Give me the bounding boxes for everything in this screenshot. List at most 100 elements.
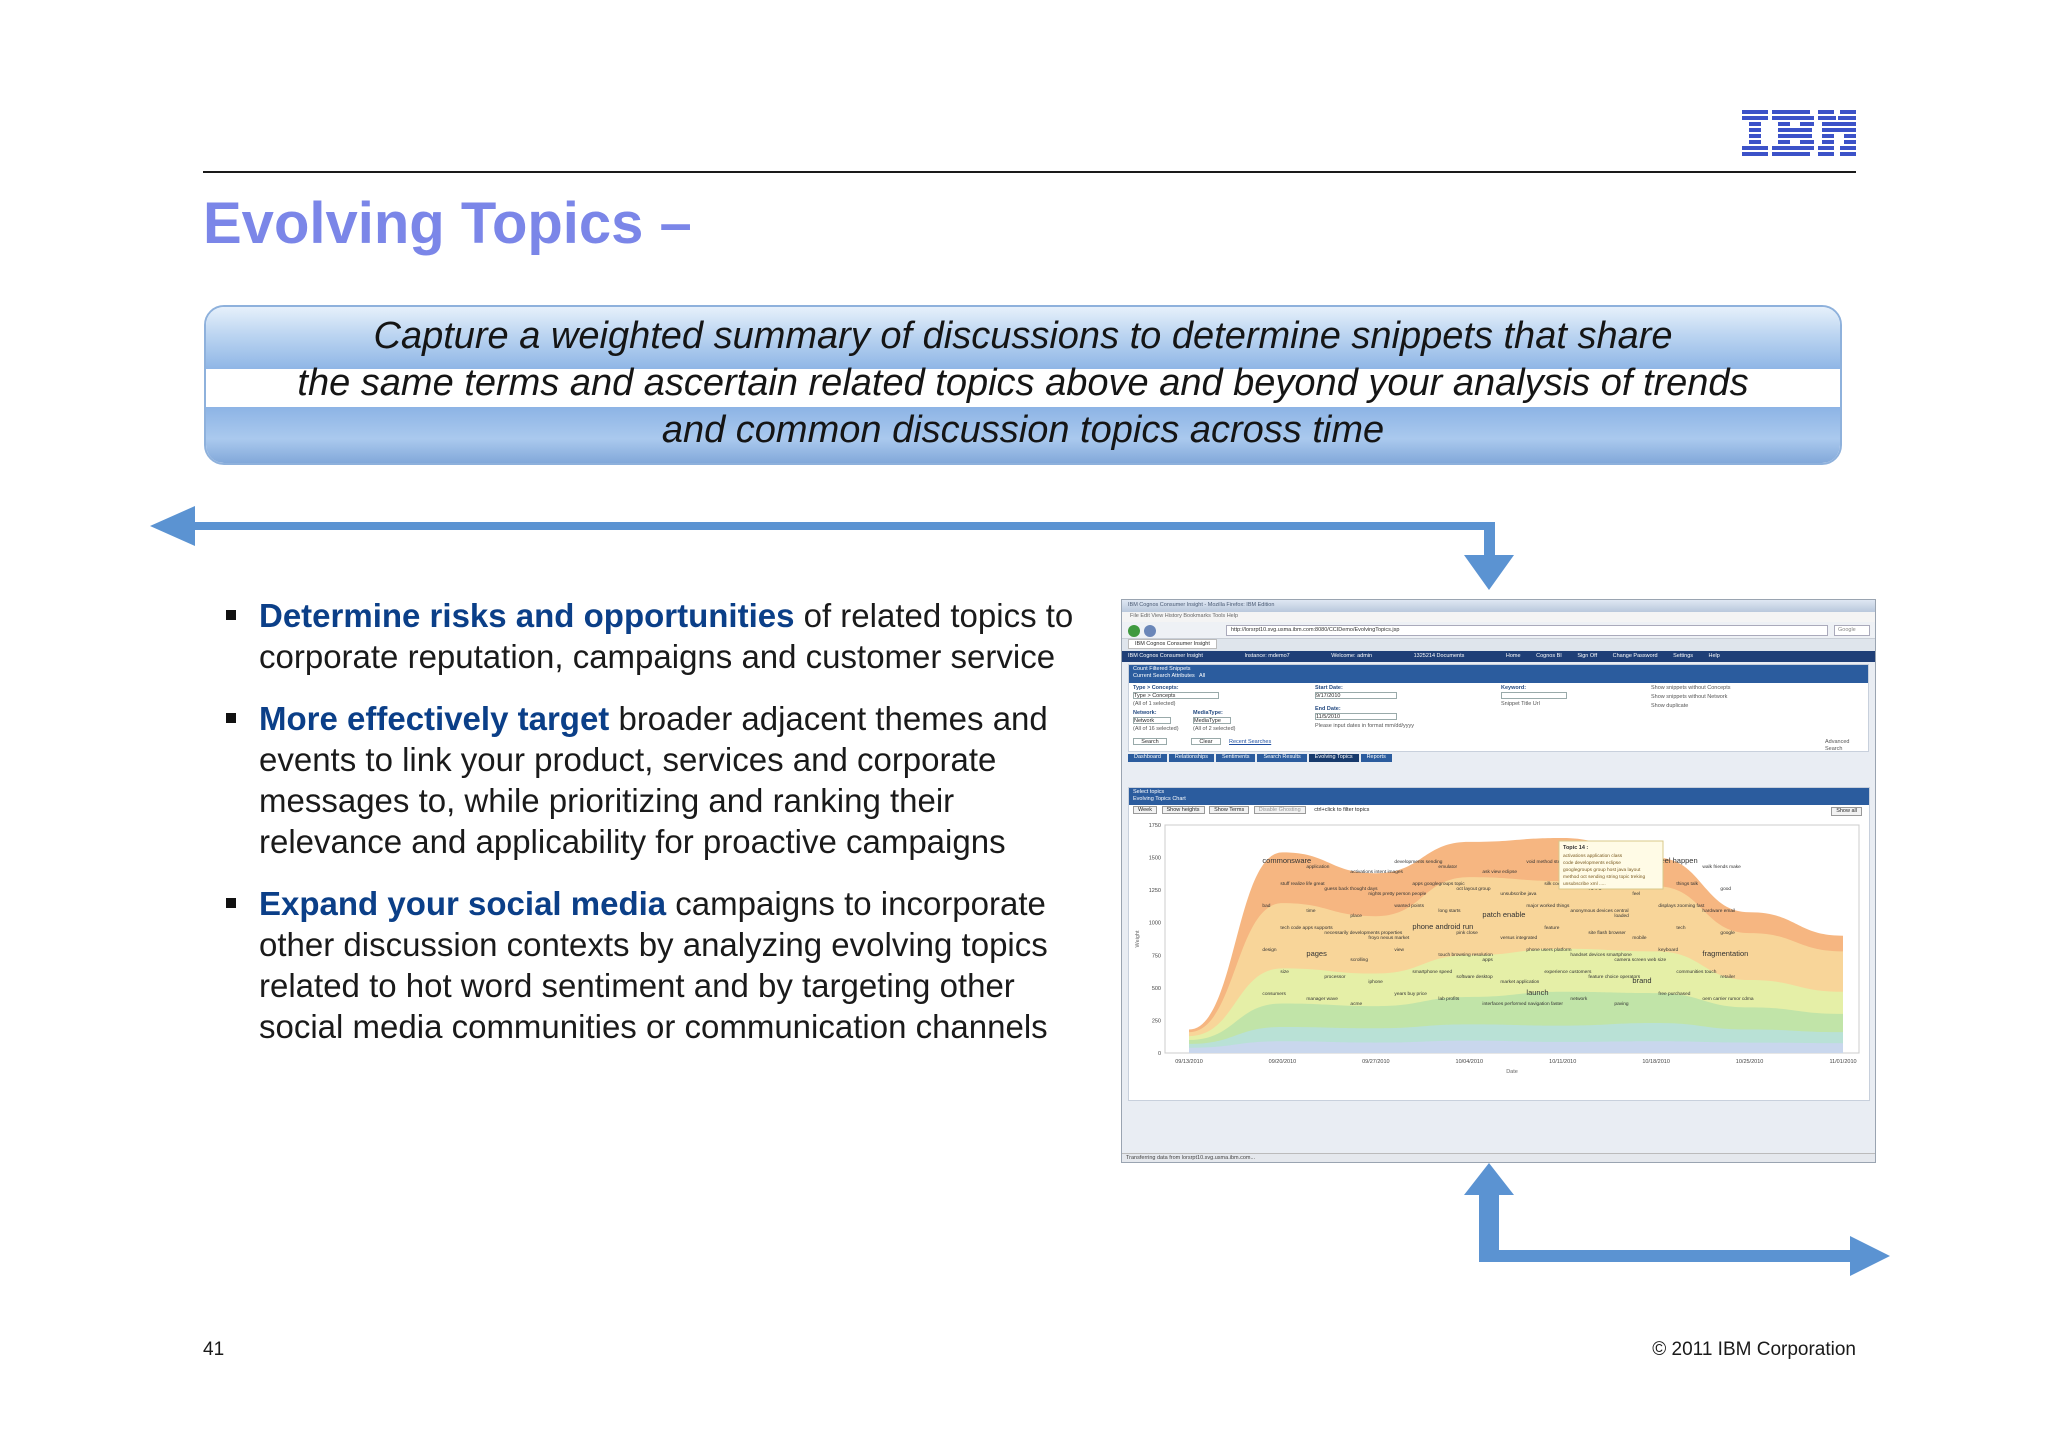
topic-term: software desktop <box>1456 974 1493 980</box>
y-tick-label: 1500 <box>1149 856 1161 862</box>
app-link-cognos-bi[interactable]: Cognos BI <box>1536 653 1562 659</box>
tab-sentiments[interactable]: Sentiments <box>1215 754 1256 762</box>
app-instance: Instance: mdemo7 <box>1244 653 1290 659</box>
keyword-input[interactable] <box>1501 692 1567 699</box>
browser-menubar: File Edit View History Bookmarks Tools H… <box>1122 612 1875 622</box>
check-no-network[interactable]: Show snippets without Network <box>1651 694 1728 700</box>
address-bar[interactable]: http://lorsrpt10.svg.usma.ibm.com:8080/C… <box>1226 625 1828 636</box>
topic-term: pink close <box>1456 930 1478 936</box>
y-tick-label: 750 <box>1152 953 1161 959</box>
tab-reports[interactable]: Reports <box>1360 754 1392 762</box>
banner-line-3: and common discussion topics across time <box>661 409 1385 451</box>
show-all-button[interactable]: Show all <box>1831 807 1862 816</box>
chart-panel-header: Select topics Evolving Topics Chart <box>1129 788 1869 805</box>
recent-searches-link[interactable]: Recent Searches <box>1229 739 1272 745</box>
topic-term: launch <box>1526 988 1548 997</box>
browser-navbar: http://lorsrpt10.svg.usma.ibm.com:8080/C… <box>1122 622 1875 639</box>
topic-term: retailer <box>1720 974 1735 980</box>
tab-dashboard[interactable]: Dashboard <box>1128 754 1167 762</box>
mediatype-select[interactable]: MediaType <box>1193 717 1231 724</box>
app-link-sign-off[interactable]: Sign Off <box>1577 653 1598 659</box>
app-link-home[interactable]: Home <box>1505 653 1521 659</box>
clear-button[interactable]: Clear <box>1191 738 1221 745</box>
check-duplicate[interactable]: Show duplicate <box>1651 703 1689 709</box>
topic-term: loaded <box>1614 913 1629 919</box>
keyword-options[interactable]: Snippet Title Url <box>1501 701 1540 707</box>
app-link-settings[interactable]: Settings <box>1673 653 1693 659</box>
topic-term: free purchased <box>1658 991 1690 997</box>
topic-term: feel happen <box>1658 856 1697 865</box>
back-icon[interactable] <box>1128 625 1140 637</box>
tooltip-line: googlegroups group host java layout <box>1563 867 1641 873</box>
filter-subheading: Current Search Attributes <box>1133 673 1195 679</box>
topic-term: camera screen web size <box>1614 957 1666 963</box>
x-tick-label: 10/18/2010 <box>1642 1059 1670 1065</box>
bullet-square-icon <box>226 610 236 620</box>
topic-term: manager wave <box>1306 996 1338 1002</box>
tab-search-results[interactable]: Search Results <box>1257 754 1307 762</box>
topic-term: emulator <box>1438 864 1457 870</box>
start-date-input[interactable]: 9/17/2010 <box>1315 692 1397 699</box>
network-select[interactable]: Network <box>1133 717 1171 724</box>
type-select[interactable]: Type > Concepts <box>1133 692 1219 699</box>
banner-band-middle <box>206 369 1840 407</box>
topic-term: acme <box>1350 1002 1362 1007</box>
filter-panel-header: Count Filtered Snippets Current Search A… <box>1129 665 1868 683</box>
topic-term: feel <box>1632 891 1640 897</box>
show-terms-button[interactable]: Show Terms <box>1209 806 1250 814</box>
topic-term: ask view eclipse <box>1482 869 1517 875</box>
banner-line-2: the same terms and ascertain related top… <box>297 362 1749 404</box>
advanced-search-check[interactable]: Advanced Search <box>1825 739 1850 752</box>
topic-term: oem carrier rumor cdma <box>1702 996 1754 1002</box>
bullet-square-icon <box>226 898 236 908</box>
topic-term: lab profits <box>1438 996 1459 1002</box>
topic-term: keyboard <box>1658 947 1678 953</box>
y-tick-label: 1750 <box>1149 823 1161 829</box>
topic-term: fragmentation <box>1702 949 1748 958</box>
check-no-concepts[interactable]: Show snippets without Concepts <box>1651 685 1731 691</box>
show-heights-button[interactable]: Show heights <box>1161 806 1205 814</box>
period-select[interactable]: Week <box>1133 806 1157 814</box>
page-number: 41 <box>203 1339 225 1360</box>
tooltip-title: Topic 14 : <box>1563 845 1588 851</box>
tab-relationships[interactable]: Relationships <box>1168 754 1214 762</box>
network-count: (All of 16 selected) <box>1133 726 1179 732</box>
x-axis-label: Date <box>1506 1069 1518 1075</box>
disable-ghosting-button[interactable]: Disable Ghosting <box>1253 806 1306 814</box>
topic-term: paving <box>1614 1001 1628 1007</box>
browser-search-box[interactable]: Google <box>1834 625 1870 636</box>
x-tick-label: 11/01/2010 <box>1829 1059 1856 1065</box>
summary-banner: Capture a weighted summary of discussion… <box>204 305 1842 465</box>
topic-term: froyo nexus market <box>1368 935 1409 941</box>
y-tick-label: 1250 <box>1149 888 1161 894</box>
end-date-input[interactable]: 11/5/2010 <box>1315 713 1397 720</box>
topic-term: smartphone speed <box>1412 969 1452 975</box>
tab-evolving-topics[interactable]: Evolving Topics <box>1308 754 1359 762</box>
tooltip-line: activations application class <box>1563 853 1623 859</box>
x-tick-label: 10/11/2010 <box>1549 1059 1576 1065</box>
topic-term: silk code <box>1544 881 1563 887</box>
filter-form: Type > Concepts: Type > Concepts (All of… <box>1129 683 1868 752</box>
topic-term: scrolling <box>1350 957 1368 963</box>
app-link-change-password[interactable]: Change Password <box>1612 653 1658 659</box>
browser-tab[interactable]: IBM Cognos Consumer Insight <box>1128 639 1217 649</box>
topic-term: wanted points <box>1394 903 1424 909</box>
topic-term: brand <box>1632 976 1651 985</box>
search-button[interactable]: Search <box>1133 738 1167 745</box>
browser-status-bar: Transferring data from lorsrpt10.svg.usm… <box>1122 1153 1875 1162</box>
bullet-text: of related topics to corporate reputatio… <box>259 597 1074 675</box>
y-tick-label: 0 <box>1158 1051 1161 1057</box>
topic-term: interfaces performed navigation faster <box>1482 1001 1563 1007</box>
topic-term: developments sending <box>1394 859 1442 865</box>
topic-term: apps googlegroups topic <box>1412 881 1465 887</box>
copyright: © 2011 IBM Corporation <box>1652 1339 1856 1360</box>
header-divider <box>203 171 1856 173</box>
banner-text: Capture a weighted summary of discussion… <box>206 313 1840 454</box>
topic-term: mobile <box>1632 935 1646 941</box>
topic-term: anonymous devices central <box>1570 908 1628 914</box>
filter-scope: All <box>1199 673 1206 679</box>
app-link-help[interactable]: Help <box>1708 653 1720 659</box>
banner-line-1: Capture a weighted summary of discussion… <box>373 315 1673 357</box>
forward-icon[interactable] <box>1144 625 1156 637</box>
